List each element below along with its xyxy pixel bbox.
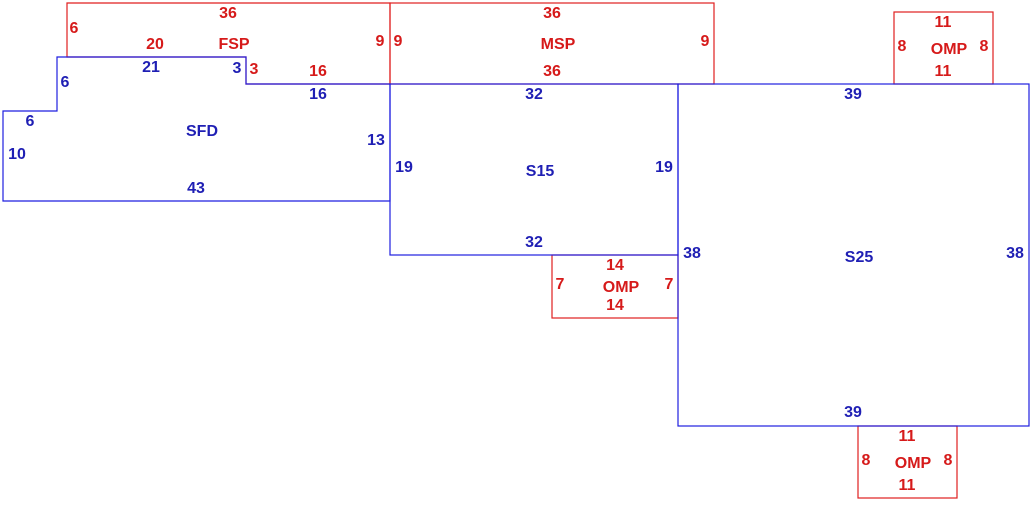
omp-mid-dim-bottom: 14 — [606, 297, 624, 314]
fsp-dim-step: 3 — [250, 61, 259, 78]
omp-bottom-name: OMP — [895, 455, 932, 472]
sfd-dim-top-right: 16 — [309, 86, 327, 103]
fsp-name: FSP — [218, 36, 249, 53]
s25-dim-left: 38 — [683, 245, 701, 262]
omp-bottom-dim-top: 11 — [899, 428, 916, 445]
sfd-dim-left: 10 — [8, 146, 26, 163]
msp-dim-bottom: 36 — [543, 63, 561, 80]
s15-dim-right: 19 — [655, 159, 673, 176]
omp-mid-dim-right: 7 — [665, 276, 674, 293]
s15-dim-top: 32 — [525, 86, 543, 103]
fsp-dim-top: 36 — [219, 5, 237, 22]
s25-dim-top: 39 — [844, 86, 862, 103]
omp-mid-dim-top: 14 — [606, 257, 624, 274]
omp-top-dim-left: 8 — [898, 38, 907, 55]
s25-dim-bottom: 39 — [844, 404, 862, 421]
omp-top-dim-top: 11 — [935, 14, 952, 31]
sfd-dim-bottom: 43 — [187, 180, 205, 197]
omp-mid-dim-left: 7 — [556, 276, 565, 293]
sfd-dim-upper-left: 6 — [61, 74, 70, 91]
omp-mid-name: OMP — [603, 279, 640, 296]
s25-dim-right: 38 — [1006, 245, 1024, 262]
fsp-dim-right: 9 — [376, 33, 385, 50]
s25-name: S25 — [845, 249, 874, 266]
sfd-dim-top: 21 — [142, 59, 160, 76]
fsp-dim-bottom-left: 20 — [146, 36, 164, 53]
msp-dim-right: 9 — [701, 33, 710, 50]
omp-top-dim-bottom: 11 — [935, 63, 952, 80]
s15-dim-bottom: 32 — [525, 234, 543, 251]
sfd-dim-step: 3 — [233, 60, 242, 77]
omp-bottom-dim-left: 8 — [862, 452, 871, 469]
fsp-dim-bottom-right: 16 — [309, 63, 327, 80]
s15-dim-left: 19 — [395, 159, 413, 176]
omp-top-name: OMP — [931, 41, 968, 58]
s25-outline — [677, 83, 1030, 427]
omp-top-dim-right: 8 — [980, 38, 989, 55]
sfd-dim-notch: 6 — [26, 113, 35, 130]
omp-bottom-dim-bottom: 11 — [899, 477, 916, 494]
msp-dim-left: 9 — [394, 33, 403, 50]
msp-dim-top: 36 — [543, 5, 561, 22]
s15-name: S15 — [526, 163, 555, 180]
omp-bottom-dim-right: 8 — [944, 452, 953, 469]
msp-name: MSP — [541, 36, 576, 53]
sfd-name: SFD — [186, 123, 218, 140]
fsp-dim-left: 6 — [70, 20, 79, 37]
sfd-dim-right: 13 — [367, 132, 385, 149]
